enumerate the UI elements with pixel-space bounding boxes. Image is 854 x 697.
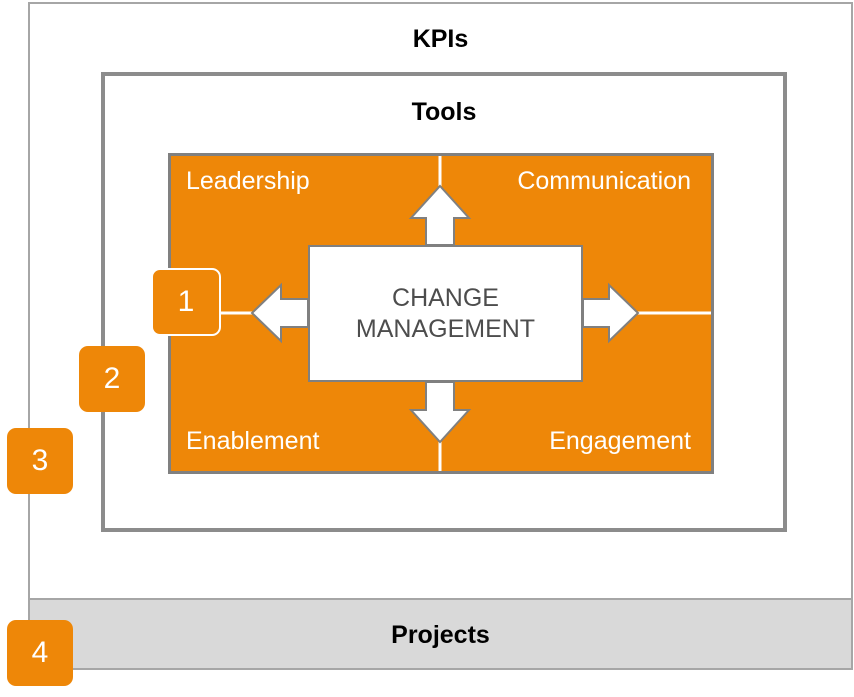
quadrant-communication: Communication bbox=[517, 167, 691, 195]
quadrant-enablement: Enablement bbox=[186, 427, 320, 455]
center-label-line2: MANAGEMENT bbox=[355, 315, 536, 343]
badge-3: 3 bbox=[7, 428, 73, 494]
center-box bbox=[308, 245, 583, 382]
badge-2: 2 bbox=[79, 346, 145, 412]
arrow-left-icon bbox=[250, 282, 309, 344]
center-label: CHANGE MANAGEMENT bbox=[308, 283, 583, 345]
quadrant-leadership: Leadership bbox=[186, 167, 310, 195]
projects-title: Projects bbox=[391, 621, 490, 649]
arrow-down-icon bbox=[408, 381, 472, 444]
center-label-line1: CHANGE bbox=[392, 284, 499, 312]
arrow-right-icon bbox=[582, 282, 640, 344]
badge-1: 1 bbox=[151, 268, 221, 336]
quadrant-engagement: Engagement bbox=[549, 427, 691, 455]
badge-4: 4 bbox=[7, 620, 73, 686]
tools-title: Tools bbox=[411, 98, 477, 126]
kpis-title: KPIs bbox=[412, 25, 469, 53]
projects-bar bbox=[28, 598, 853, 670]
arrow-up-icon bbox=[408, 184, 472, 246]
